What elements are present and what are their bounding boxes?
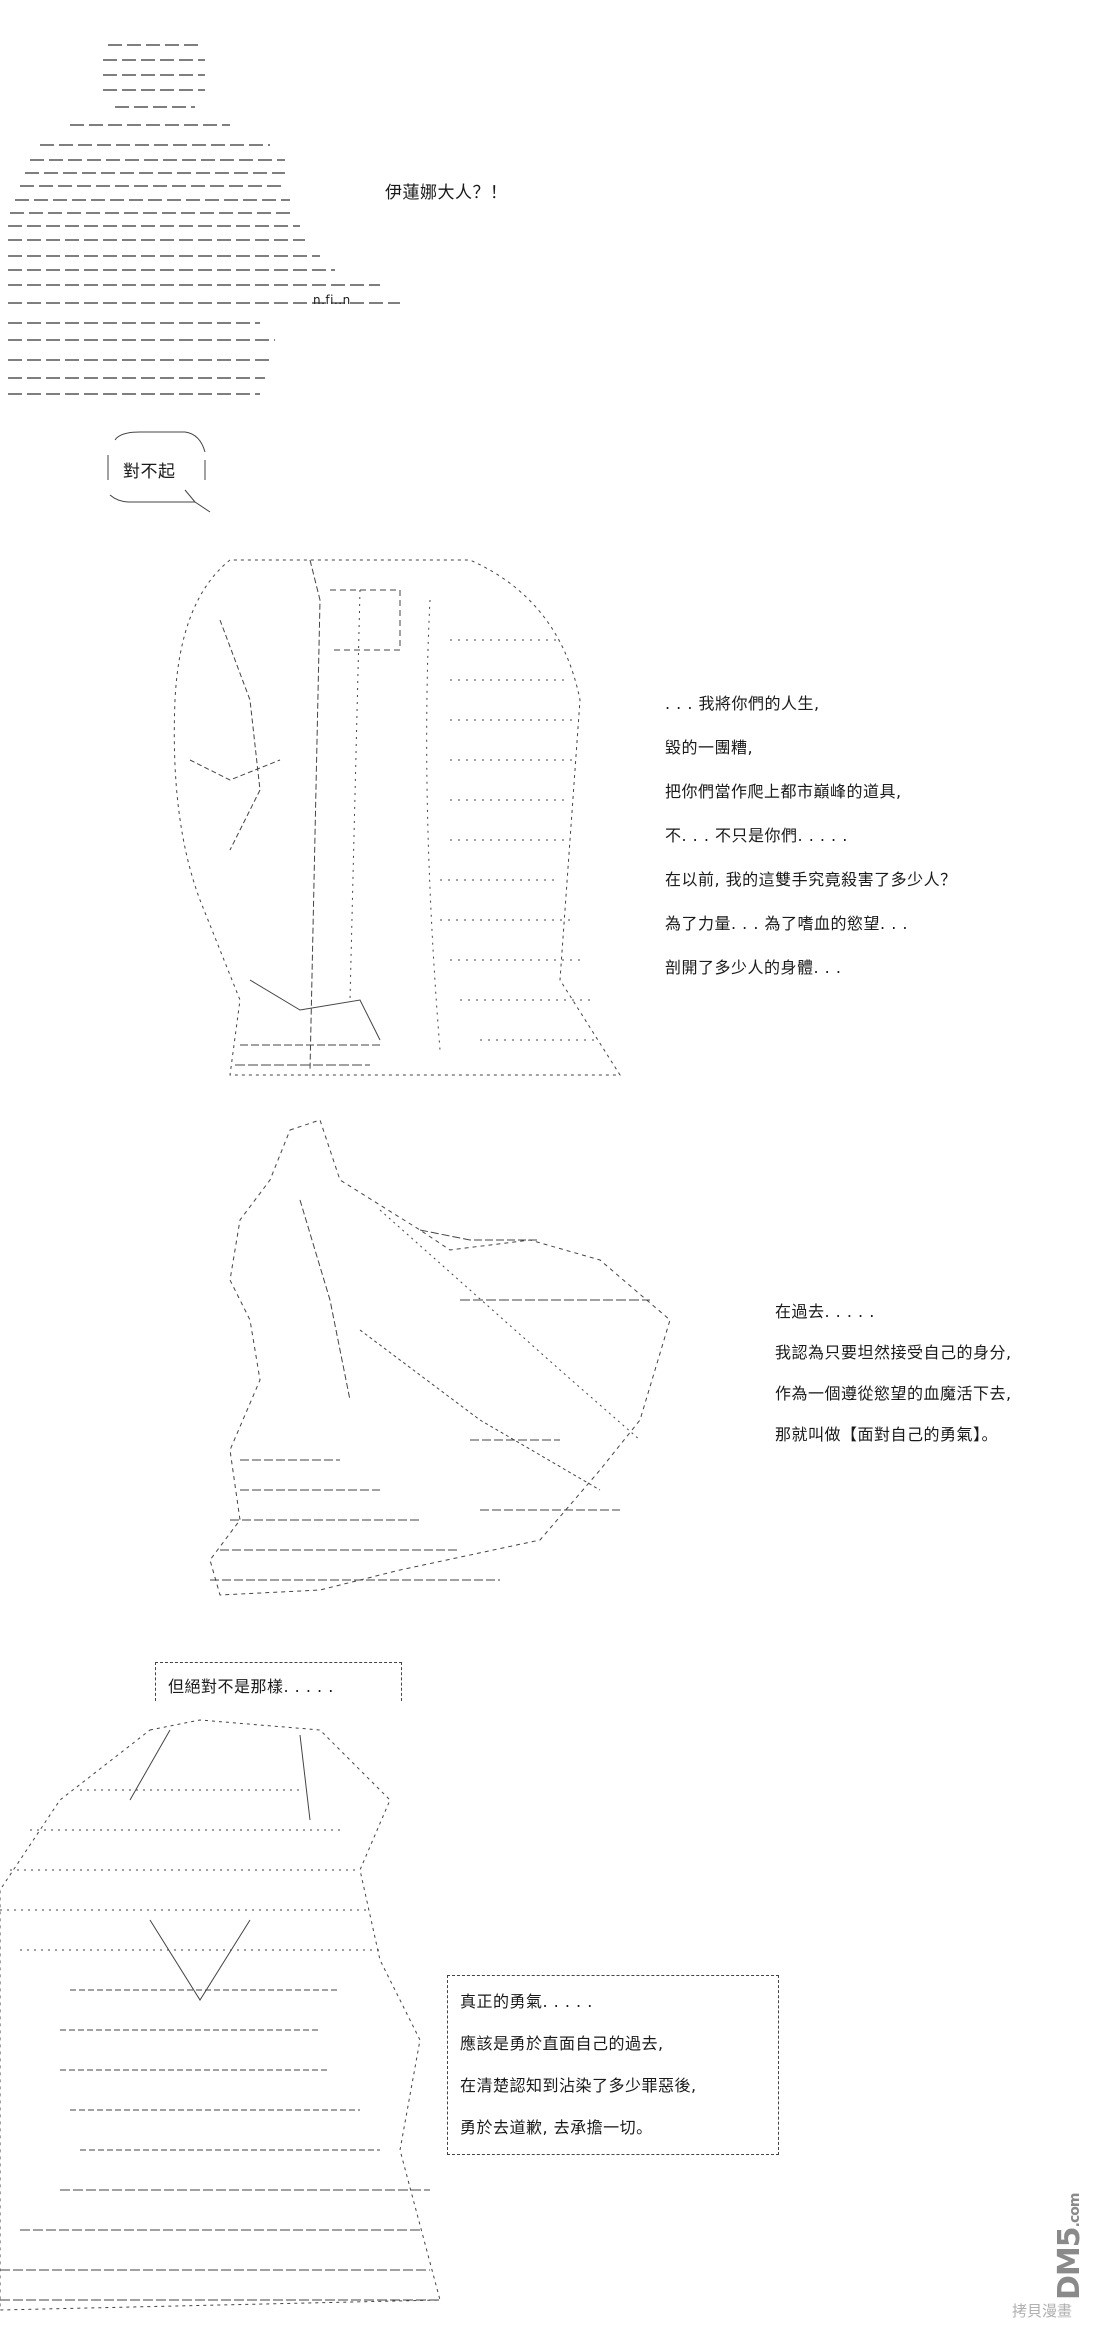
watermark-caption: 拷貝漫畫	[1012, 2302, 1073, 2320]
figure-long-hair-woman	[173, 559, 621, 1076]
text-line: 把你們當作爬上都市巔峰的道具,	[665, 782, 902, 801]
text-line: 在清楚認知到沾染了多少罪惡後,	[460, 2076, 697, 2095]
text-line: 在以前, 我的這雙手究竟殺害了多少人？	[665, 870, 957, 889]
figure-group-bottom	[0, 1719, 441, 2311]
apology-bubble-text: 對不起	[123, 462, 176, 482]
speech-bubble-outline	[107, 431, 211, 513]
text-line: 在過去. . . . .	[775, 1302, 875, 1321]
text-line: 應該是勇於直面自己的過去,	[460, 2034, 664, 2053]
figure-kneeling-woman	[209, 1119, 671, 1596]
text-line: 剖開了多少人的身體. . .	[665, 958, 842, 977]
narration-box-1: 但絕對不是那樣. . . . .	[155, 1662, 402, 1701]
narration-box-2: 真正的勇氣. . . . . 應該是勇於直面自己的過去, 在清楚認知到沾染了多少罪惡…	[447, 1975, 779, 2155]
narration-text: 但絕對不是那樣. . . . .	[168, 1677, 334, 1696]
text-line: 勇於去道歉, 去承擔一切。	[460, 2118, 653, 2137]
text-line: 我認為只要坦然接受自己的身分,	[775, 1343, 1012, 1362]
shout-text: 伊蓮娜大人？！	[385, 183, 508, 203]
figure-silhouette-back	[8, 44, 400, 395]
text-line: . . . 我將你們的人生,	[665, 694, 820, 713]
text-line: 真正的勇氣. . . . .	[460, 1992, 593, 2011]
text-line: 那就叫做【面對自己的勇氣】。	[775, 1425, 999, 1444]
text-line: 作為一個遵從慾望的血魔活下去,	[775, 1384, 1012, 1403]
text-line: 毀的一團糟,	[665, 738, 754, 757]
watermark-logo: DM5.com	[1052, 2193, 1087, 2300]
sound-effect: n.fi..n	[313, 293, 351, 307]
text-line: 不. . . 不只是你們. . . . .	[665, 826, 848, 845]
text-line: 為了力量. . . 為了嗜血的慾望. . .	[665, 914, 908, 933]
